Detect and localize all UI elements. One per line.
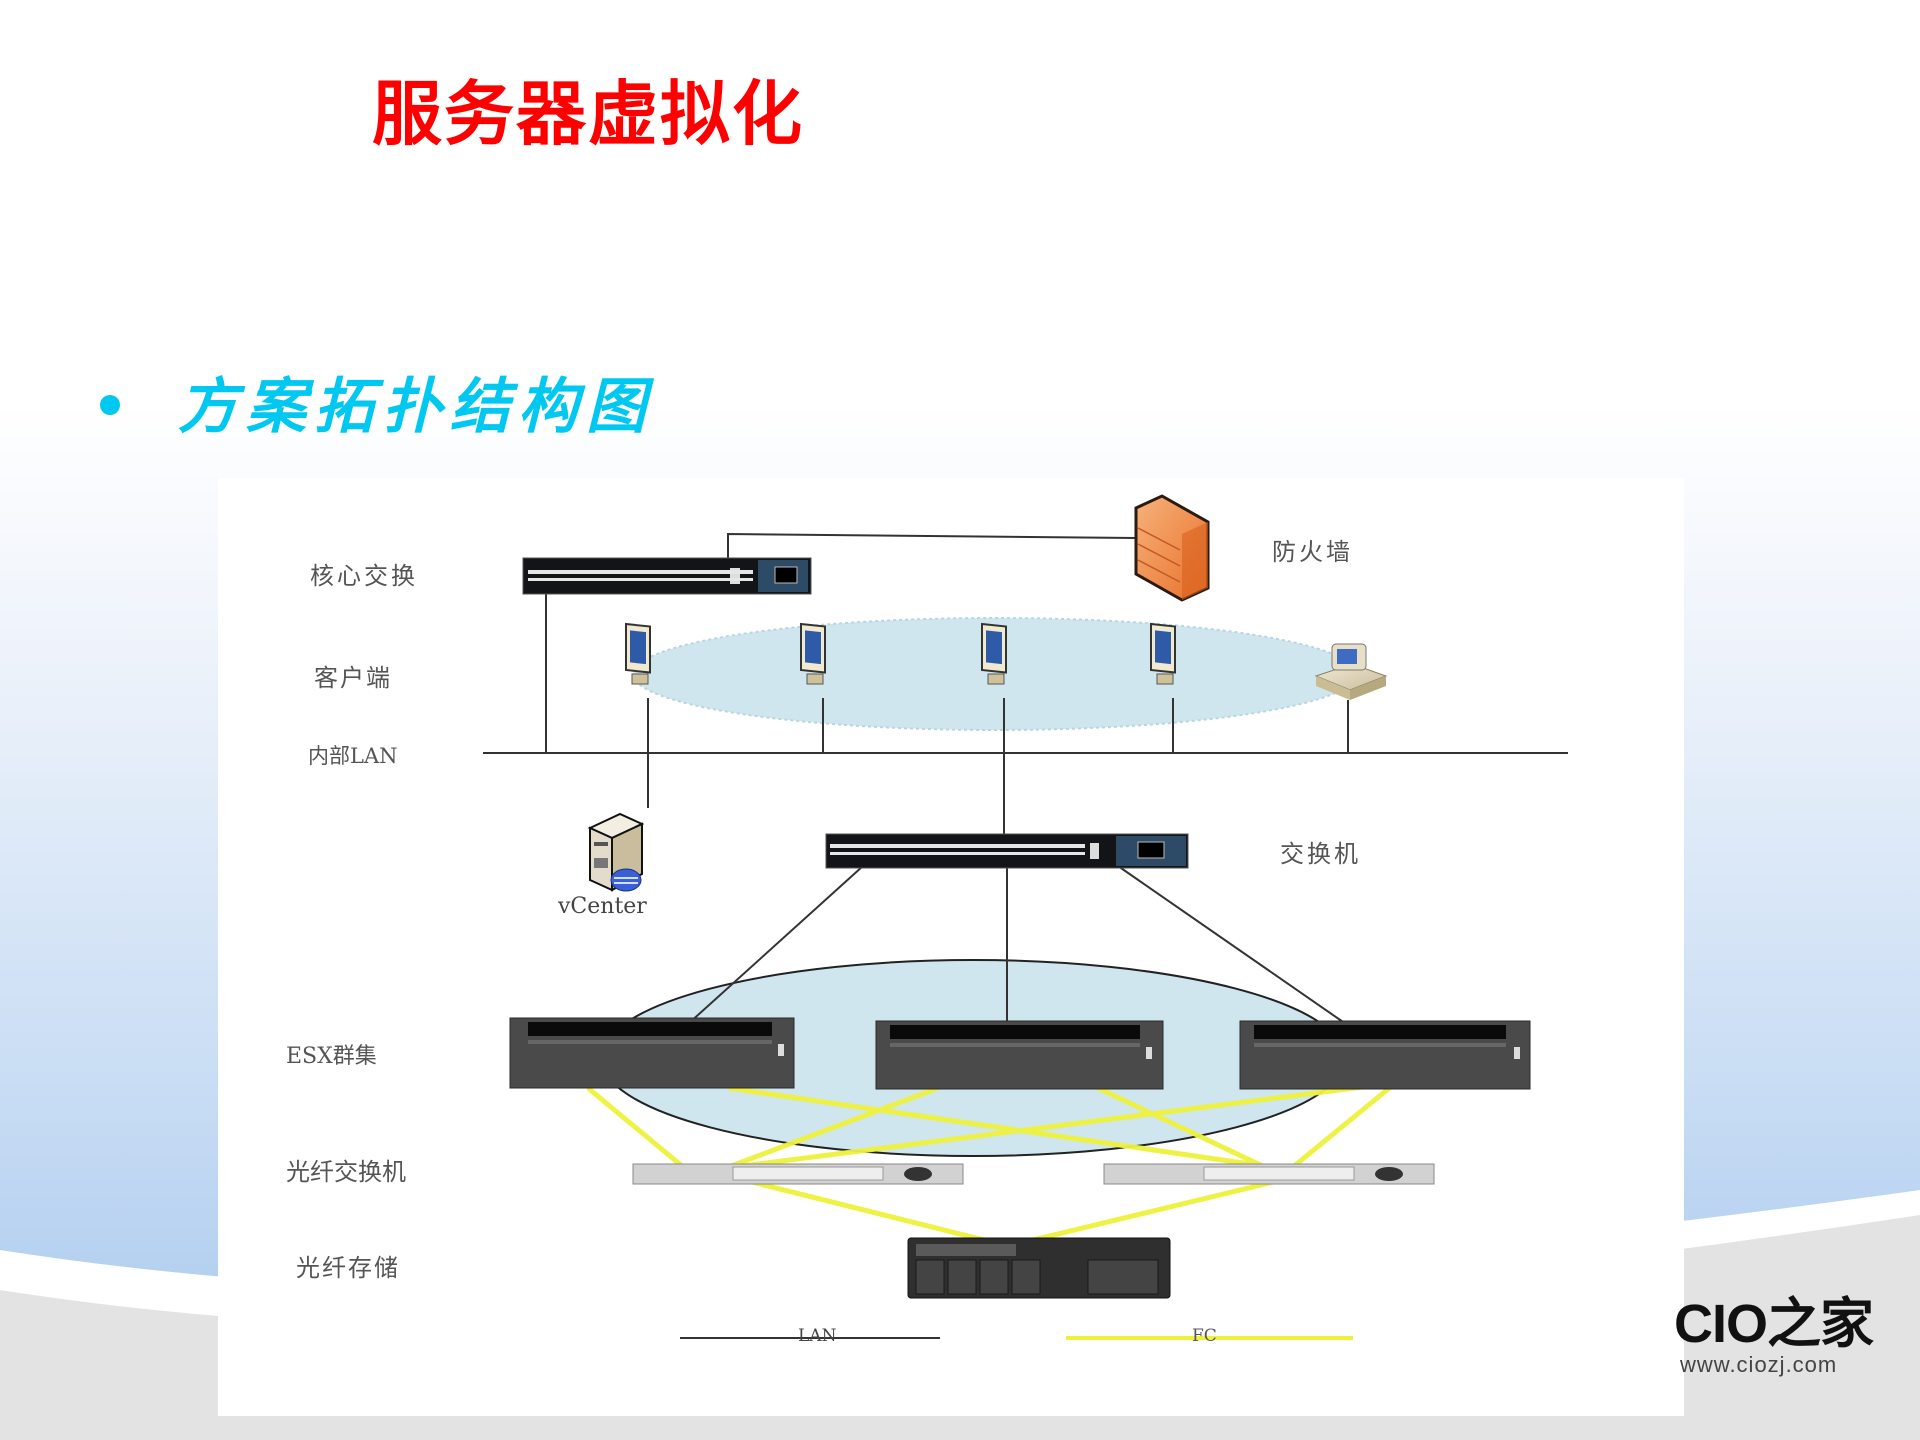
fc-links <box>586 1082 1395 1249</box>
fc-switch-icon <box>1103 1163 1435 1185</box>
label-firewall: 防火墙 <box>1272 538 1353 566</box>
logo-url: www.ciozj.com <box>1680 1352 1838 1377</box>
vcenter-server-icon <box>587 812 645 892</box>
bullet-text: 方案拓扑结构图 <box>178 372 654 442</box>
label-vcenter: vCenter <box>558 894 647 919</box>
switch-icon <box>825 833 1189 869</box>
esx-hosts <box>509 1017 1531 1090</box>
server-rack-icon <box>1239 1020 1531 1090</box>
cio-logo: CIO之家 www.ciozj.com <box>1674 1296 1874 1378</box>
bullet-dot-icon <box>100 394 120 415</box>
label-fc-switch: 光纤交换机 <box>286 1158 406 1186</box>
firewall-icon <box>1134 494 1210 602</box>
monitor-icon <box>800 622 826 685</box>
label-switch: 交换机 <box>1280 840 1361 868</box>
server-rack-icon <box>509 1017 795 1089</box>
topology-diagram: 核心交换 防火墙 客户端 内部LAN vCenter 交换机 ESX群集 光纤交… <box>218 478 1684 1416</box>
monitor-icon <box>981 622 1007 685</box>
label-internal-lan: 内部LAN <box>308 744 398 768</box>
label-clients: 客户端 <box>314 664 392 692</box>
logo-name: CIO之家 <box>1674 1294 1874 1354</box>
monitor-icon <box>1150 622 1176 685</box>
fc-switches <box>632 1163 1435 1185</box>
core-switch-icon <box>522 557 812 595</box>
desktop-pc-icon <box>1314 643 1388 700</box>
slide-title: 服务器虚拟化 <box>372 73 804 155</box>
legend-fc-label: FC <box>1192 1326 1217 1346</box>
label-core-switch: 核心交换 <box>310 562 418 590</box>
monitor-icon <box>625 622 651 685</box>
lan-links <box>483 532 1568 1026</box>
label-esx-cluster: ESX群集 <box>286 1044 377 1069</box>
client-monitors <box>625 622 1388 700</box>
legend-lan-label: LAN <box>798 1326 837 1346</box>
bullet-item: 方案拓扑结构图 <box>100 358 654 445</box>
fc-switch-icon <box>632 1163 964 1185</box>
label-fc-storage: 光纤存储 <box>296 1254 400 1282</box>
server-rack-icon <box>875 1020 1164 1090</box>
fc-storage-icon <box>907 1237 1171 1299</box>
